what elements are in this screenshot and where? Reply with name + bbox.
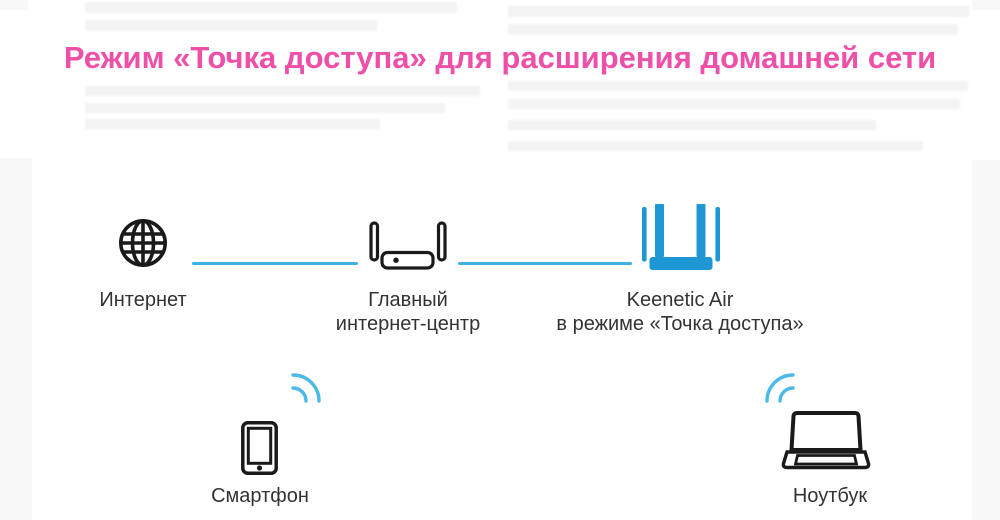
internet-label-text: Интернет (99, 289, 187, 311)
ghost-text-line (508, 120, 876, 130)
access-point-icon (642, 204, 720, 270)
keenetic-label-line2: в режиме «Точка доступа» (556, 313, 804, 335)
ghost-text-line (85, 2, 457, 13)
ghost-text-line (508, 24, 958, 35)
main-router-label-line1: Главный (368, 289, 448, 311)
connector-router-to-access-point (458, 262, 632, 265)
ghost-text-line (85, 119, 380, 129)
laptop-icon (781, 411, 871, 472)
smartphone-icon (241, 421, 278, 475)
page-frame-right (972, 160, 1000, 520)
connector-internet-to-router (192, 262, 358, 265)
laptop-label-text: Ноутбук (792, 485, 868, 507)
wifi-signal-icon (763, 371, 797, 405)
ghost-text-line (85, 86, 480, 96)
ghost-text-line (85, 103, 445, 113)
main-router-label-line2: интернет-центр (335, 313, 481, 335)
ghost-text-line (508, 6, 970, 17)
laptop-label: Ноутбук (750, 484, 910, 508)
router-icon (369, 221, 447, 271)
page-title: Режим «Точка доступа» для расширения дом… (63, 40, 937, 75)
wifi-signal-icon (289, 371, 323, 405)
keenetic-label: Keenetic Air в режиме «Точка доступа» (520, 288, 840, 336)
ghost-text-line (85, 20, 377, 31)
ghost-text-line (508, 99, 960, 109)
page-frame-left (0, 158, 32, 520)
page-frame-corner-left (0, 0, 28, 10)
page-frame-corner-right (972, 0, 1000, 10)
keenetic-label-line1: Keenetic Air (626, 289, 734, 311)
globe-icon (117, 217, 169, 269)
main-router-label: Главный интернет-центр (308, 288, 508, 336)
ghost-text-line (508, 141, 923, 151)
smartphone-label: Смартфон (180, 484, 340, 508)
internet-label: Интернет (63, 288, 223, 312)
ghost-text-line (508, 81, 968, 91)
smartphone-label-text: Смартфон (211, 485, 309, 507)
